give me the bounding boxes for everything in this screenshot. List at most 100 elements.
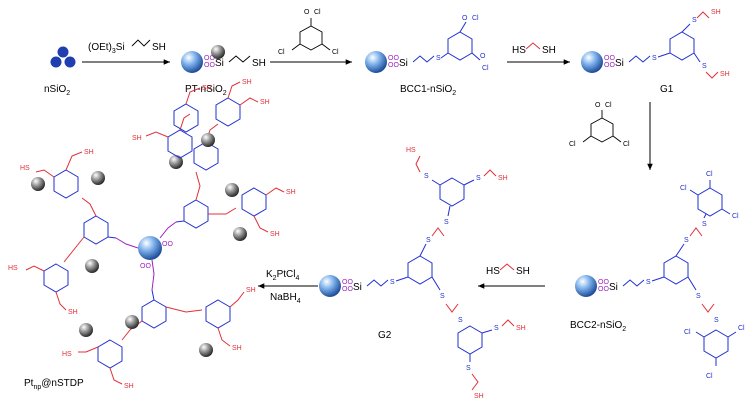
svg-text:HS: HS (8, 265, 18, 272)
dithiol-sh: SH (542, 45, 556, 56)
svg-text:SH: SH (246, 287, 256, 294)
svg-text:SH: SH (720, 71, 730, 78)
svg-text:O: O (595, 102, 601, 109)
svg-text:Cl: Cl (706, 373, 713, 380)
svg-text:SH: SH (68, 309, 78, 316)
svg-text:SH: SH (474, 393, 484, 400)
svg-text:S: S (714, 317, 719, 324)
svg-text:SH: SH (270, 231, 280, 238)
svg-text:O: O (304, 9, 310, 16)
svg-text:Cl: Cl (278, 49, 285, 56)
svg-text:Cl: Cl (332, 49, 339, 56)
svg-text:OO: OO (598, 286, 609, 293)
svg-text:S: S (458, 317, 463, 324)
svg-text:Si: Si (399, 58, 408, 69)
svg-text:OO: OO (342, 279, 353, 286)
product-label: Ptnp@nSTDP (24, 378, 84, 391)
svg-text:Cl: Cl (569, 141, 576, 148)
svg-text:Cl: Cl (738, 325, 745, 332)
svg-text:SH: SH (202, 85, 212, 92)
svg-text:S: S (702, 221, 707, 228)
pt-nsio2-label: PT-nSiO2 (185, 84, 227, 97)
svg-text:Si: Si (609, 282, 618, 293)
svg-text:Cl: Cl (314, 9, 321, 16)
svg-text:SH: SH (232, 345, 242, 352)
svg-text:Cl: Cl (605, 102, 612, 109)
svg-text:SH: SH (711, 9, 721, 16)
svg-text:SH: SH (516, 325, 526, 332)
pt-nstdp-structure: OO OO SH SH SH SH SH SH (8, 45, 296, 390)
svg-text:SH: SH (498, 175, 508, 182)
dithiol-chain (525, 42, 541, 50)
svg-text:SH: SH (132, 135, 142, 142)
svg-text:Cl: Cl (482, 65, 489, 72)
reductant-reagent: NaBH4 (270, 292, 301, 305)
svg-text:OO: OO (604, 55, 615, 62)
btc-reagent-1: O Cl Cl Cl (278, 9, 339, 56)
svg-text:OO: OO (388, 62, 399, 69)
nsio2-particles (50, 46, 76, 68)
g1-structure: OO OO Si S S SH S SH (581, 9, 730, 79)
svg-text:S: S (476, 175, 481, 182)
svg-text:O: O (480, 53, 486, 60)
svg-text:S: S (696, 293, 701, 300)
svg-text:SH: SH (242, 79, 252, 86)
svg-text:S: S (440, 293, 445, 300)
svg-text:S: S (390, 279, 395, 286)
svg-text:SH: SH (252, 58, 266, 69)
svg-text:Cl: Cl (680, 185, 687, 192)
svg-text:Si: Si (215, 58, 224, 69)
dithiol-hs: HS (512, 45, 526, 56)
bcc2-label: BCC2-nSiO2 (570, 320, 626, 333)
svg-text:O: O (462, 15, 468, 22)
svg-text:OO: OO (598, 279, 609, 286)
svg-text:S: S (466, 365, 471, 372)
bcc1-label: BCC1-nSiO2 (400, 84, 456, 97)
nsio2-label: nSiO2 (44, 84, 70, 97)
svg-text:Si: Si (615, 58, 624, 69)
g2-structure: OO OO Si S S S S HS S SH S S S SH S SH (319, 147, 526, 400)
svg-text:S: S (684, 237, 689, 244)
pt-salt-reagent: K2PtCl4 (266, 269, 299, 282)
svg-text:SH: SH (260, 99, 270, 106)
pt-nsio2-structure: OO OO Si SH (181, 51, 266, 73)
dithiol2-hs: HS (486, 266, 500, 277)
svg-text:S: S (444, 219, 449, 226)
dithiol2-chain (499, 263, 515, 271)
svg-text:S: S (702, 63, 707, 70)
svg-text:HS: HS (20, 165, 30, 172)
svg-text:OO: OO (204, 62, 215, 69)
silane-reagent: (OEt)3Si (88, 42, 125, 55)
silane-chain (131, 39, 151, 47)
svg-text:S: S (494, 325, 499, 332)
svg-text:Cl: Cl (472, 15, 479, 22)
dithiol2-sh: SH (516, 266, 530, 277)
svg-text:SH: SH (84, 149, 94, 156)
g1-label: G1 (660, 84, 674, 95)
svg-text:Cl: Cl (623, 141, 630, 148)
svg-text:Cl: Cl (732, 213, 739, 220)
svg-text:S: S (436, 55, 441, 62)
bcc2-structure: OO OO Si S S S Cl Cl Cl S S Cl Cl Cl (575, 171, 745, 380)
btc-reagent-2: O Cl Cl Cl (569, 102, 630, 148)
svg-text:OO: OO (162, 241, 173, 248)
silane-thiol: SH (152, 42, 166, 53)
svg-text:SH: SH (124, 383, 134, 390)
svg-text:OO: OO (204, 55, 215, 62)
svg-text:S: S (646, 279, 651, 286)
g2-label: G2 (378, 330, 392, 341)
svg-text:Cl: Cl (706, 171, 713, 178)
svg-text:OO: OO (388, 55, 399, 62)
svg-text:OO: OO (342, 286, 353, 293)
svg-text:S: S (426, 237, 431, 244)
bcc1-structure: OO OO Si S O Cl O Cl (365, 15, 489, 73)
svg-text:SH: SH (286, 189, 296, 196)
svg-text:OO: OO (604, 62, 615, 69)
svg-text:S: S (692, 17, 697, 24)
svg-text:S: S (424, 173, 429, 180)
svg-text:Si: Si (353, 282, 362, 293)
svg-text:HS: HS (406, 147, 416, 154)
svg-text:HS: HS (62, 351, 72, 358)
svg-text:OO: OO (140, 263, 151, 270)
